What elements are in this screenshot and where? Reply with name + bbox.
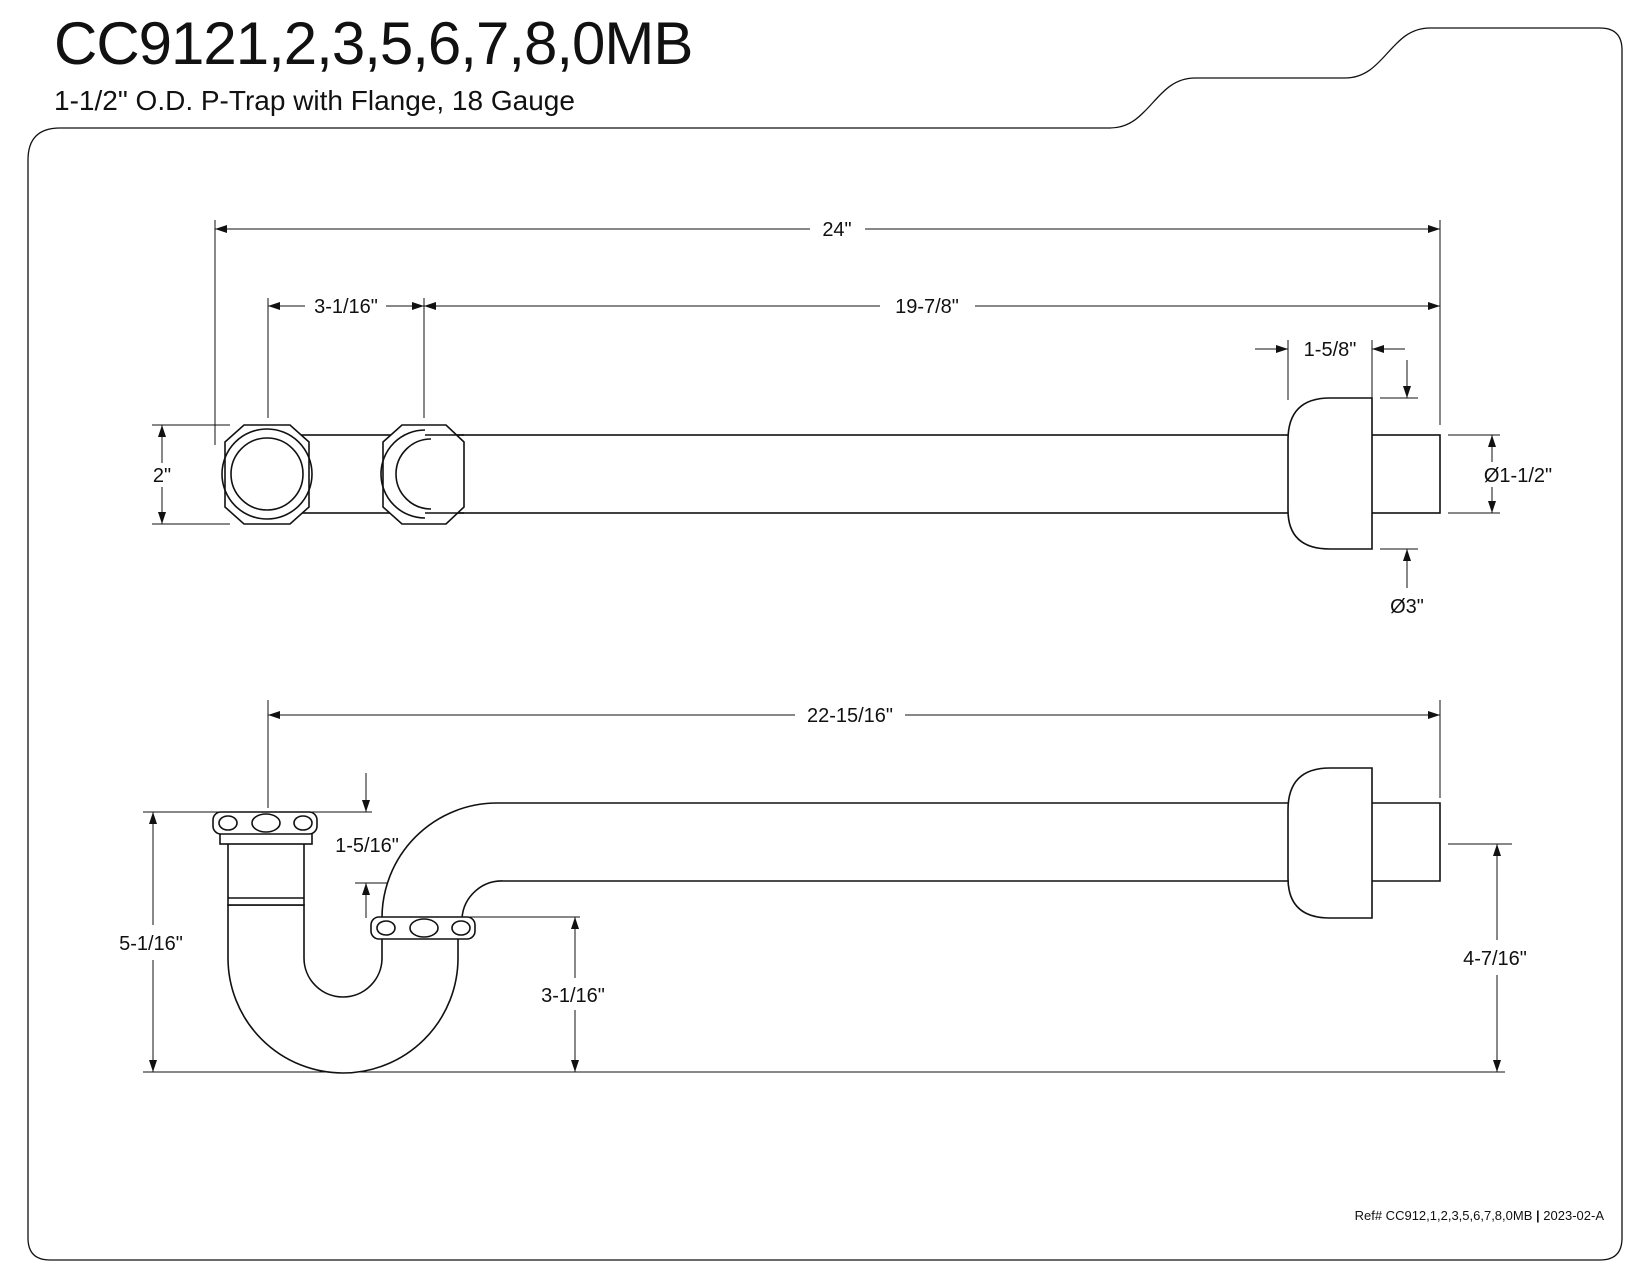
reference-number: Ref# CC912,1,2,3,5,6,7,8,0MB — [1354, 1208, 1533, 1223]
top-view: 24" 3-1/16" 19-7/8" 1-5/8" 2" — [152, 219, 1552, 618]
reference-separator: | — [1536, 1208, 1540, 1223]
dim-tube-diameter: Ø1-1/2" — [1484, 465, 1552, 487]
j-bend — [227, 904, 459, 1074]
dim-flange-depth: 1-5/8" — [1304, 339, 1357, 361]
slip-nut-right — [380, 424, 465, 525]
slip-nut-top — [212, 811, 318, 835]
reference-note: Ref# CC912,1,2,3,5,6,7,8,0MB | 2023-02-A — [1355, 1208, 1604, 1223]
tube-top-view — [289, 434, 1441, 514]
tailpiece — [227, 841, 305, 906]
trap-arm — [381, 802, 1441, 939]
dim-nut-height-side: 3-1/16" — [541, 985, 605, 1007]
revision-code: 2023-02-A — [1543, 1208, 1604, 1223]
slip-nut-left — [221, 424, 313, 525]
page-subtitle: 1-1/2" O.D. P-Trap with Flange, 18 Gauge — [54, 85, 575, 116]
flange-side-view — [1287, 767, 1373, 919]
dim-arm-height: 4-7/16" — [1463, 948, 1527, 970]
dim-overall-length-top: 24" — [822, 219, 851, 241]
drawing-frame — [27, 27, 1623, 1261]
side-view: 22-15/16" 1-5/16" 5-1/16" 3-1/16" 4-7/16… — [119, 700, 1527, 1074]
dim-nut-spacing: 3-1/16" — [314, 296, 378, 318]
dim-nut-height-top: 2" — [153, 465, 171, 487]
slip-nut-bottom — [370, 916, 476, 940]
dim-overall-length-side: 22-15/16" — [807, 705, 893, 727]
dim-nut-offset: 1-5/16" — [335, 835, 399, 857]
dim-flange-diameter: Ø3" — [1390, 596, 1424, 618]
dim-total-height: 5-1/16" — [119, 933, 183, 955]
dim-tube-length: 19-7/8" — [895, 296, 959, 318]
page-title: CC9121,2,3,5,6,7,8,0MB — [54, 10, 693, 77]
flange-top-view — [1287, 397, 1373, 550]
